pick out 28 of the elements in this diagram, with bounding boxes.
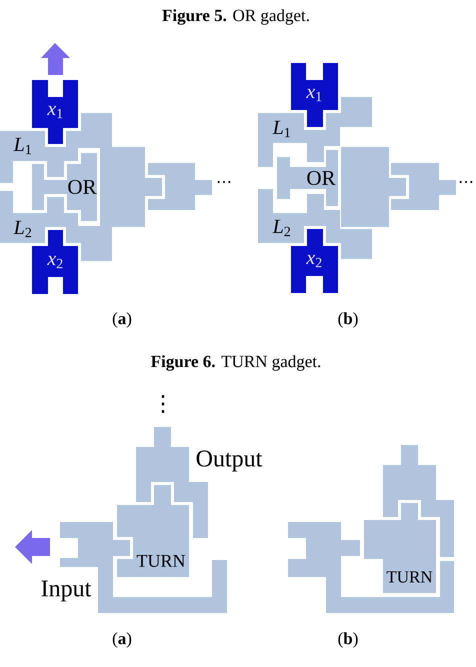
puzzle-piece [391, 163, 456, 210]
subfigure-label: (a) [112, 312, 132, 328]
node-label: L$_{2}$ [13, 220, 32, 238]
ellipsis: ⋯ [460, 181, 472, 183]
node-label: L$_{2}$ [272, 220, 290, 236]
puzzle-piece: x$_{2}$ [291, 229, 338, 293]
puzzle-piece: TURN [117, 485, 189, 577]
caption: Figure 5. OR gadget. [162, 9, 309, 25]
puzzle-piece [148, 163, 212, 210]
subfigure-label: (a) [112, 632, 132, 648]
caption: Figure 6. TURN gadget. [151, 355, 320, 371]
puzzle-piece [341, 147, 406, 227]
ellipsis: ⋮ [162, 395, 164, 413]
piece-label: Output [196, 450, 262, 472]
piece-label: Input [42, 580, 92, 602]
puzzle-piece [100, 147, 162, 227]
node-label: L$_{1}$ [13, 138, 31, 154]
puzzle-piece: OR [277, 150, 338, 206]
puzzle-piece: x$_{2}$ [32, 230, 78, 294]
puzzle-piece [288, 522, 454, 613]
puzzle-piece: OR [32, 153, 97, 221]
puzzle-piece [383, 445, 454, 557]
subfigure-label: (b) [338, 312, 358, 328]
puzzle-piece: x$_{1}$ [291, 63, 338, 127]
puzzle-piece: x$_{1}$ [32, 80, 78, 144]
subfigure-label: (b) [338, 632, 358, 648]
puzzle-piece: TURN [364, 503, 436, 593]
ellipsis: ⋯ [218, 181, 230, 183]
